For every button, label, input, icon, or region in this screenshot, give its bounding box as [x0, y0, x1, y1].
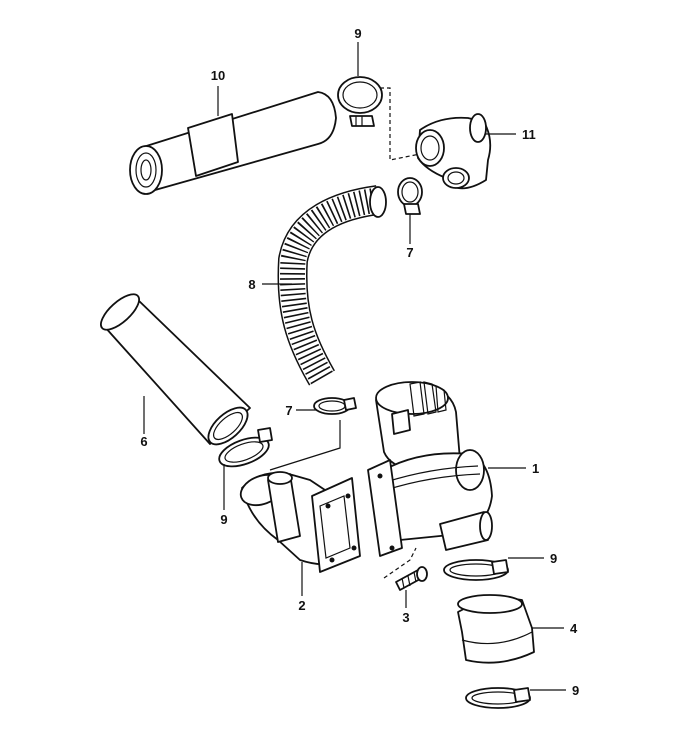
leader-lines	[143, 42, 566, 691]
clamp-9-bottom	[465, 687, 531, 709]
callout-9-top: 9	[354, 26, 361, 41]
callout-11: 11	[522, 127, 536, 142]
housing-2	[239, 471, 361, 573]
callout-6: 6	[140, 434, 147, 449]
callouts: 10 9 11 7 8 6 9 7 2 1 3 9 4 9	[140, 26, 579, 698]
clamp-7-middle	[313, 397, 357, 415]
hose-8	[277, 185, 387, 386]
clamp-9-right	[443, 559, 509, 581]
hose-6	[100, 293, 251, 446]
callout-9-right: 9	[550, 551, 557, 566]
callout-2: 2	[298, 598, 305, 613]
clamp-9-top	[337, 76, 383, 127]
blower-motor-1	[367, 381, 493, 557]
callout-10: 10	[211, 68, 225, 83]
callout-9-bottom: 9	[572, 683, 579, 698]
y-connector-11	[415, 113, 492, 190]
callout-4: 4	[570, 621, 578, 636]
sleeve-4	[457, 594, 535, 664]
callout-7-top: 7	[406, 245, 413, 260]
clamp-9-left	[218, 427, 273, 468]
clamp-7-top	[397, 177, 423, 215]
callout-1: 1	[532, 461, 539, 476]
screw-3	[383, 547, 428, 591]
callout-9-left: 9	[220, 512, 227, 527]
hose-10	[129, 91, 337, 195]
callout-8: 8	[248, 277, 255, 292]
callout-3: 3	[402, 610, 409, 625]
callout-7-middle: 7	[285, 403, 292, 418]
